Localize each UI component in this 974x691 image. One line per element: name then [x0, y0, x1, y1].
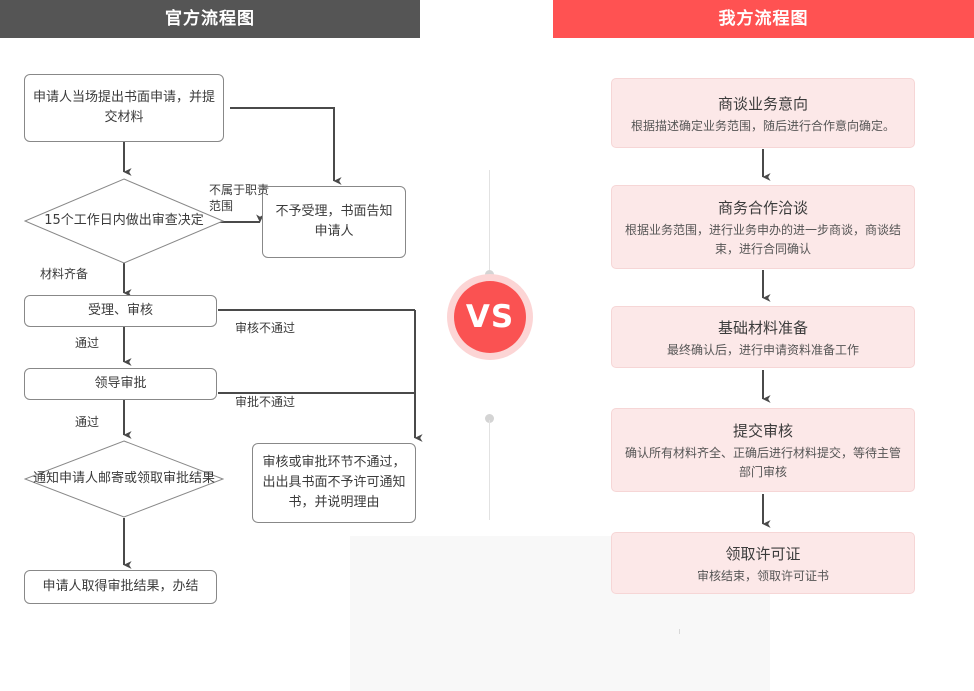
our-flow-header: 我方流程图: [553, 0, 974, 38]
official-flow-header: 官方流程图: [0, 0, 420, 38]
our-step-5: 领取许可证 审核结束，领取许可证书: [611, 532, 915, 594]
vs-dot-bottom: [485, 414, 494, 423]
our-step-4-desc: 确认所有材料齐全、正确后进行材料提交，等待主管部门审核: [624, 446, 901, 479]
our-step-5-desc: 审核结束，领取许可证书: [696, 568, 829, 583]
vs-line-top: [489, 170, 490, 270]
edge-label-materials-ready: 材料齐备: [40, 267, 89, 281]
our-step-1-desc: 根据描述确定业务范围，随后进行合作意向确定。: [630, 118, 895, 133]
our-step-2: 商务合作洽谈 根据业务范围，进行业务申办的进一步商谈，商谈结束，进行合同确认: [611, 185, 915, 269]
edge-label-pass-approval: 通过: [75, 415, 100, 429]
vs-divider: VS: [440, 170, 540, 520]
official-node-finish: 申请人取得审批结果，办结: [24, 570, 217, 604]
edge-label-approval-failed: 审批不通过: [235, 395, 296, 409]
official-node-reject: 不予受理，书面告知申请人: [262, 186, 406, 258]
our-step-2-title: 商务合作洽谈: [717, 199, 808, 217]
official-node-rejection-notice: 审核或审批环节不通过，出出具书面不予许可通知书，并说明理由: [252, 443, 416, 523]
diamond-shape: [24, 440, 224, 518]
edge-label-review-failed: 审核不通过: [235, 321, 296, 335]
official-node-notify-applicant-label: 通知申请人邮寄或领取审批结果: [32, 471, 215, 486]
official-node-leader-approval: 领导审批: [24, 368, 217, 400]
our-step-1-title: 商谈业务意向: [717, 94, 808, 113]
our-step-2-desc: 根据业务范围，进行业务申办的进一步商谈，商谈结束，进行合同确认: [624, 223, 901, 256]
our-step-3: 基础材料准备 最终确认后，进行申请资料准备工作: [611, 306, 915, 368]
official-node-notify-applicant: 通知申请人邮寄或领取审批结果: [24, 440, 224, 518]
panel-marker: [679, 629, 680, 634]
our-step-5-title: 领取许可证: [725, 544, 801, 563]
vs-line-bottom: [489, 420, 490, 520]
our-step-4: 提交审核 确认所有材料齐全、正确后进行材料提交，等待主管部门审核: [611, 408, 915, 492]
vs-badge: VS: [454, 281, 526, 353]
official-node-review-decision-label: 15个工作日内做出审查决定: [44, 213, 204, 228]
our-step-3-title: 基础材料准备: [717, 318, 808, 337]
diamond-shape: [24, 178, 224, 264]
official-node-apply: 申请人当场提出书面申请，并提交材料: [24, 74, 224, 142]
official-node-review-decision: 15个工作日内做出审查决定: [24, 178, 224, 264]
official-node-accept-review: 受理、审核: [24, 295, 217, 327]
edge-label-pass-review: 通过: [75, 336, 100, 350]
our-step-4-title: 提交审核: [732, 422, 793, 440]
edge-label-out-of-scope: 不属于职责范围: [209, 183, 270, 213]
our-step-1: 商谈业务意向 根据描述确定业务范围，随后进行合作意向确定。: [611, 78, 915, 148]
our-step-3-desc: 最终确认后，进行申请资料准备工作: [666, 342, 859, 357]
